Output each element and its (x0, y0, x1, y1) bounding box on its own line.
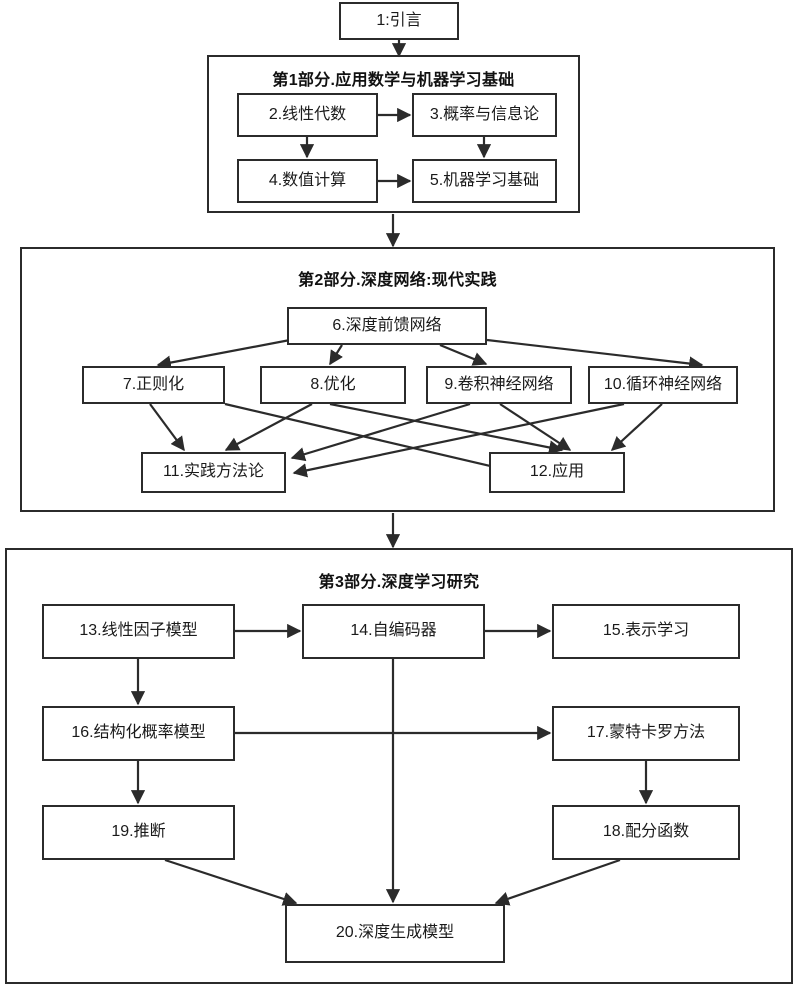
section-part1-title: 第1部分.应用数学与机器学习基础 (272, 72, 515, 89)
section-part1 (207, 55, 580, 213)
node-3-probability-information-theory[interactable]: 3.概率与信息论 (412, 93, 557, 137)
section-part3-title: 第3部分.深度学习研究 (318, 574, 480, 591)
node-2-linear-algebra[interactable]: 2.线性代数 (237, 93, 378, 137)
node-10-recurrent-networks[interactable]: 10.循环神经网络 (588, 366, 738, 404)
node-8-optimization[interactable]: 8.优化 (260, 366, 406, 404)
node-11-practical-methodology[interactable]: 11.实践方法论 (141, 452, 286, 493)
section-part2 (20, 247, 775, 512)
node-18-partition-function[interactable]: 18.配分函数 (552, 805, 740, 860)
node-17-monte-carlo-methods[interactable]: 17.蒙特卡罗方法 (552, 706, 740, 761)
node-1-introduction[interactable]: 1:引言 (339, 2, 459, 40)
node-5-machine-learning-basics[interactable]: 5.机器学习基础 (412, 159, 557, 203)
section-part3 (5, 548, 793, 984)
node-15-representation-learning[interactable]: 15.表示学习 (552, 604, 740, 659)
node-14-autoencoders[interactable]: 14.自编码器 (302, 604, 485, 659)
node-4-numerical-computation[interactable]: 4.数值计算 (237, 159, 378, 203)
node-13-linear-factor-models[interactable]: 13.线性因子模型 (42, 604, 235, 659)
node-19-inference[interactable]: 19.推断 (42, 805, 235, 860)
node-9-convolutional-networks[interactable]: 9.卷积神经网络 (426, 366, 572, 404)
section-part2-title: 第2部分.深度网络:现代实践 (298, 272, 497, 289)
node-16-structured-probabilistic-models[interactable]: 16.结构化概率模型 (42, 706, 235, 761)
node-12-applications[interactable]: 12.应用 (489, 452, 625, 493)
node-20-deep-generative-models[interactable]: 20.深度生成模型 (285, 904, 505, 963)
node-6-deep-feedforward-networks[interactable]: 6.深度前馈网络 (287, 307, 487, 345)
node-7-regularization[interactable]: 7.正则化 (82, 366, 225, 404)
